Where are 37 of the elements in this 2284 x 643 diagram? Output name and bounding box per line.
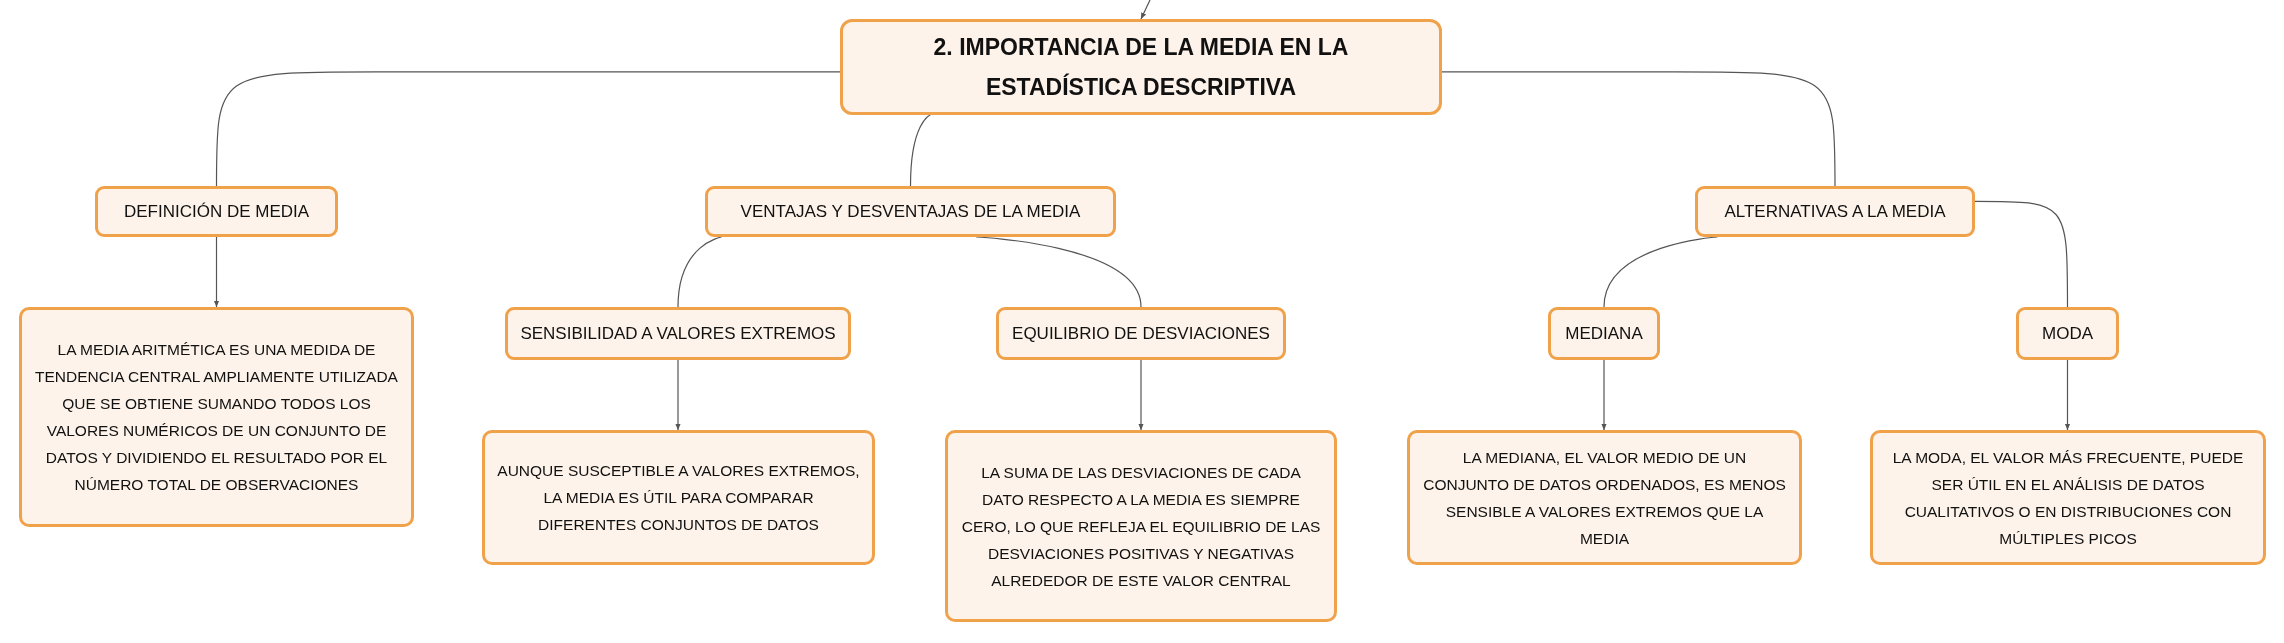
connector-line [1441,71,1836,187]
connector-line [677,236,723,308]
arrow [1138,359,1144,431]
description-box [19,307,414,527]
connector-line [1974,200,2069,308]
topic-box [2016,307,2119,360]
arrow [213,236,220,308]
topic-box [996,307,1286,360]
node-text: LA SUMA DE LAS DESVIACIONES DE CADA DATO RESPECTO A LA MEDIA ES SIEMPRE CERO, LO QUE REFLEJA EL EQUILIBRIO DE LAS DESVIACIONES POSITIVAS Y NEGATIVAS ALREDEDOR DE ESTE VALOR CENTRAL [960,462,1322,591]
topic-box [1695,186,1975,237]
topic-box [1548,307,1660,360]
node-text: SENSIBILIDAD A VALORES EXTREMOS [520,322,836,345]
arrow [675,359,681,431]
node-text: LA MEDIA ARITMÉTICA ES UNA MEDIDA DE TENDENCIA CENTRAL AMPLIAMENTE UTILIZADA QUE SE OBTIENE SUMANDO TODOS LOS VALORES NUMÉRICOS DE UN CONJUNTO DE DATOS Y DIVIDIENDO EL RESULTADO POR EL NÚMERO TOTAL DE OBSERVACIONES [34,340,399,495]
arrow [1601,359,1607,431]
title-box [840,19,1442,115]
node-text: MODA [2042,322,2093,345]
topic-box [705,186,1116,237]
node-text: VENTAJAS Y DESVENTAJAS DE LA MEDIA [740,200,1081,223]
node-text: ALTERNATIVAS A LA MEDIA [1724,200,1946,223]
node-text: MEDIANA [1565,322,1643,345]
topic-box [95,186,338,237]
connector-line [215,71,841,187]
connector-line [909,114,931,187]
arrow [1140,0,1151,20]
arrow [2064,359,2071,431]
node-text: LA MODA, EL VALOR MÁS FRECUENTE, PUEDE SER ÚTIL EN EL ANÁLISIS DE DATOS CUALITATIVOS O EN DISTRIBUCIONES CON MÚLTIPLES PICOS [1891,447,2245,549]
node-text: DEFINICIÓN DE MEDIA [123,200,310,223]
topic-box [505,307,851,360]
description-box [945,430,1337,622]
node-text: AUNQUE SUSCEPTIBLE A VALORES EXTREMOS, LA MEDIA ES ÚTIL PARA COMPARAR DIFERENTES CONJUNTOS DE DATOS [497,461,860,535]
node-text: LA MEDIANA, EL VALOR MEDIO DE UN CONJUNTO DE DATOS ORDENADOS, ES MENOS SENSIBLE A VALORES EXTREMOS QUE LA MEDIA [1422,447,1787,549]
description-box [1407,430,1802,565]
node-text: EQUILIBRIO DE DESVIACIONES [1012,322,1270,345]
description-box [482,430,875,565]
node-text: 2. IMPORTANCIA DE LA MEDIA EN LA ESTADÍSTICA DESCRIPTIVA [932,33,1350,102]
description-box [1870,430,2266,565]
